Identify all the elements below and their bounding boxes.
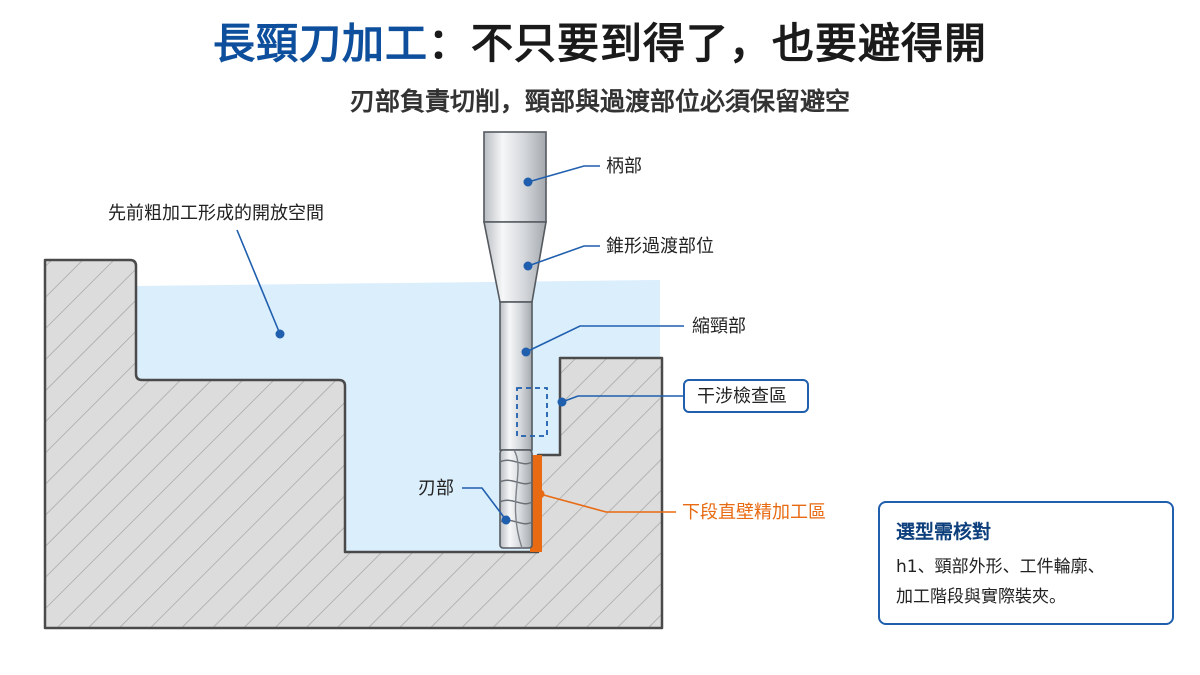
page-title-accent: 長頸刀加工	[212, 19, 428, 68]
callout-open-space	[236, 229, 285, 339]
note-line-1: h1、頸部外形、工件輪廓、	[896, 557, 1105, 577]
label-cutting-edge: 刃部	[418, 478, 454, 499]
tool-shank	[483, 131, 547, 223]
page-title: 長頸刀加工：不只要到得了，也要避得開	[0, 10, 1200, 71]
tool-neck	[499, 301, 533, 451]
note-line-2: 加工階段與實際裝夾。	[896, 587, 1066, 607]
page-subtitle: 刃部負責切削，頸部與過渡部位必須保留避空	[349, 87, 850, 116]
callout-interference	[557, 379, 809, 413]
label-open-space: 先前粗加工形成的開放空間	[108, 203, 324, 224]
label-shank: 柄部	[606, 156, 642, 177]
callout-finish-zone	[535, 489, 676, 513]
callout-shank	[523, 165, 600, 187]
callout-cutting-edge	[462, 487, 511, 525]
label-interference: 干涉檢查區	[697, 386, 787, 407]
label-finish-zone: 下段直壁精加工區	[682, 502, 826, 523]
tool-cutting-edge	[499, 449, 533, 549]
selection-note-box: 選型需核對 h1、頸部外形、工件輪廓、 加工階段與實際裝夾。	[878, 501, 1174, 625]
note-title: 選型需核對	[896, 521, 992, 543]
page-title-rest: ：不只要到得了，也要避得開	[428, 19, 988, 68]
callout-neck	[521, 325, 684, 357]
note-body: h1、頸部外形、工件輪廓、 加工階段與實際裝夾。	[896, 552, 1156, 612]
finish-zone-strip	[530, 455, 542, 552]
label-neck: 縮頸部	[692, 316, 746, 337]
interference-check-box	[516, 387, 548, 437]
label-taper: 錐形過渡部位	[606, 236, 714, 257]
callout-taper	[523, 245, 600, 271]
